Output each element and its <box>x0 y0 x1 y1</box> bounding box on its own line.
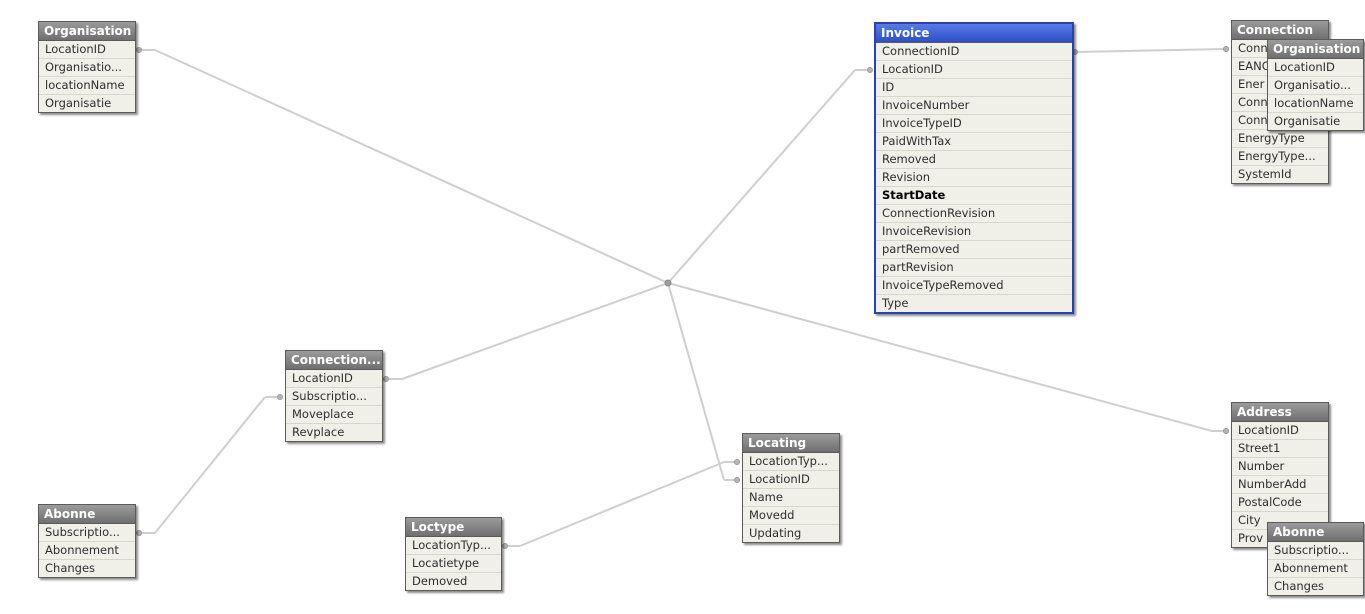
field-item[interactable]: Moveplace <box>286 405 382 423</box>
field-item[interactable]: ID <box>876 78 1072 96</box>
field-item[interactable]: Organisatie <box>1268 112 1363 130</box>
field-item[interactable]: LocationTyp... <box>749 454 828 468</box>
pin-locating-locationid <box>734 477 740 483</box>
field-item[interactable]: Updating <box>743 524 839 542</box>
field-item[interactable]: InvoiceTypeID <box>876 114 1072 132</box>
link-address-hub <box>667 282 1213 432</box>
field-item[interactable]: Changes <box>1268 577 1363 595</box>
field-item[interactable]: PaidWithTax <box>876 132 1072 150</box>
field-item[interactable]: LocationTyp... <box>412 538 491 552</box>
pin-invoice-locationid <box>867 67 873 73</box>
link-organisation-hub <box>154 49 669 284</box>
table-title[interactable]: Organisation <box>1268 40 1363 59</box>
field-item[interactable]: InvoiceRevision <box>876 222 1072 240</box>
field-item[interactable]: Subscriptio... <box>286 387 382 405</box>
pin-loctype-locationtype <box>502 543 508 549</box>
table-connection-subscription[interactable]: Connection... LocationID Subscriptio...Mo… <box>285 350 383 442</box>
field-item[interactable]: Movedd <box>743 506 839 524</box>
pin-abonne-subscription <box>136 530 142 536</box>
field-item[interactable]: Locatietype <box>406 554 501 572</box>
field-item[interactable]: partRemoved <box>876 240 1072 258</box>
field-item[interactable]: locationName <box>39 76 135 94</box>
pin-organisation-locationid <box>136 47 142 53</box>
table-title[interactable]: Abonne <box>39 505 135 524</box>
table-title[interactable]: Connection... <box>286 351 382 370</box>
field-item[interactable]: ConnectionID <box>882 44 960 58</box>
link-connectionsub-hub <box>401 282 669 380</box>
link-invoice-connectionid <box>1074 48 1227 53</box>
field-item[interactable]: Type <box>876 294 1072 312</box>
field-item[interactable]: SystemId <box>1232 165 1328 183</box>
field-item[interactable]: InvoiceTypeRemoved <box>876 276 1072 294</box>
field-item[interactable]: Revision <box>876 168 1072 186</box>
field-item[interactable]: EnergyType... <box>1232 147 1328 165</box>
field-item[interactable]: partRevision <box>876 258 1072 276</box>
link-loctype-locationtype-2 <box>519 461 725 547</box>
field-item[interactable]: Name <box>743 488 839 506</box>
field-item[interactable]: LocationID <box>45 42 106 56</box>
field-item[interactable]: LocationID <box>292 371 353 385</box>
field-item[interactable]: EnergyType <box>1232 129 1328 147</box>
link-locating-hub <box>667 282 725 481</box>
field-item[interactable]: Abonnement <box>1268 559 1363 577</box>
field-item[interactable]: Revplace <box>286 423 382 441</box>
field-item[interactable]: Subscriptio... <box>1274 543 1349 557</box>
field-item[interactable]: Removed <box>876 150 1072 168</box>
table-title[interactable]: Address <box>1232 403 1328 422</box>
field-item[interactable]: Organisatie <box>39 94 135 112</box>
field-item[interactable]: PostalCode <box>1232 493 1328 511</box>
field-item[interactable]: StartDate <box>876 186 1072 204</box>
field-item[interactable]: Subscriptio... <box>45 525 120 539</box>
field-item[interactable]: locationName <box>1268 94 1363 112</box>
pin-locating-locationtype <box>734 459 740 465</box>
link-invoice-hub <box>667 69 856 284</box>
field-item[interactable]: Street1 <box>1232 439 1328 457</box>
table-organisation-overlay[interactable]: Organisation LocationID Organisatio...loc… <box>1267 39 1364 131</box>
field-item[interactable]: Changes <box>39 559 135 577</box>
table-title[interactable]: Loctype <box>406 518 501 537</box>
field-item[interactable]: City <box>1232 511 1328 529</box>
table-title[interactable]: Locating <box>743 434 839 453</box>
table-organisation[interactable]: Organisation LocationID Organisatio...loc… <box>38 21 136 113</box>
pin-connection-connectionid <box>1223 46 1229 52</box>
table-title[interactable]: Abonne <box>1268 523 1363 542</box>
pin-address-locationid <box>1223 428 1229 434</box>
field-item[interactable]: LocationID <box>1274 60 1335 74</box>
association-hub[interactable] <box>664 279 672 287</box>
table-title[interactable]: Organisation <box>39 22 135 41</box>
field-item[interactable]: ConnectionRevision <box>876 204 1072 222</box>
field-item[interactable]: NumberAdd <box>1232 475 1328 493</box>
pin-connectionsub-locationid <box>383 376 389 382</box>
field-item[interactable]: Abonnement <box>39 541 135 559</box>
field-item[interactable]: LocationID <box>743 470 839 488</box>
field-item[interactable]: Number <box>1232 457 1328 475</box>
field-item[interactable]: Demoved <box>406 572 501 590</box>
table-title[interactable]: Connection <box>1232 21 1328 40</box>
link-abonne-subscription-2 <box>154 396 266 534</box>
field-item[interactable]: Organisatio... <box>1268 76 1363 94</box>
field-item[interactable]: LocationID <box>1238 423 1299 437</box>
field-item[interactable]: InvoiceNumber <box>876 96 1072 114</box>
table-title[interactable]: Invoice <box>876 24 1072 43</box>
field-item[interactable]: LocationID <box>876 60 1072 78</box>
pin-connectionsub-subscription <box>277 394 283 400</box>
field-item[interactable]: Organisatio... <box>39 58 135 76</box>
